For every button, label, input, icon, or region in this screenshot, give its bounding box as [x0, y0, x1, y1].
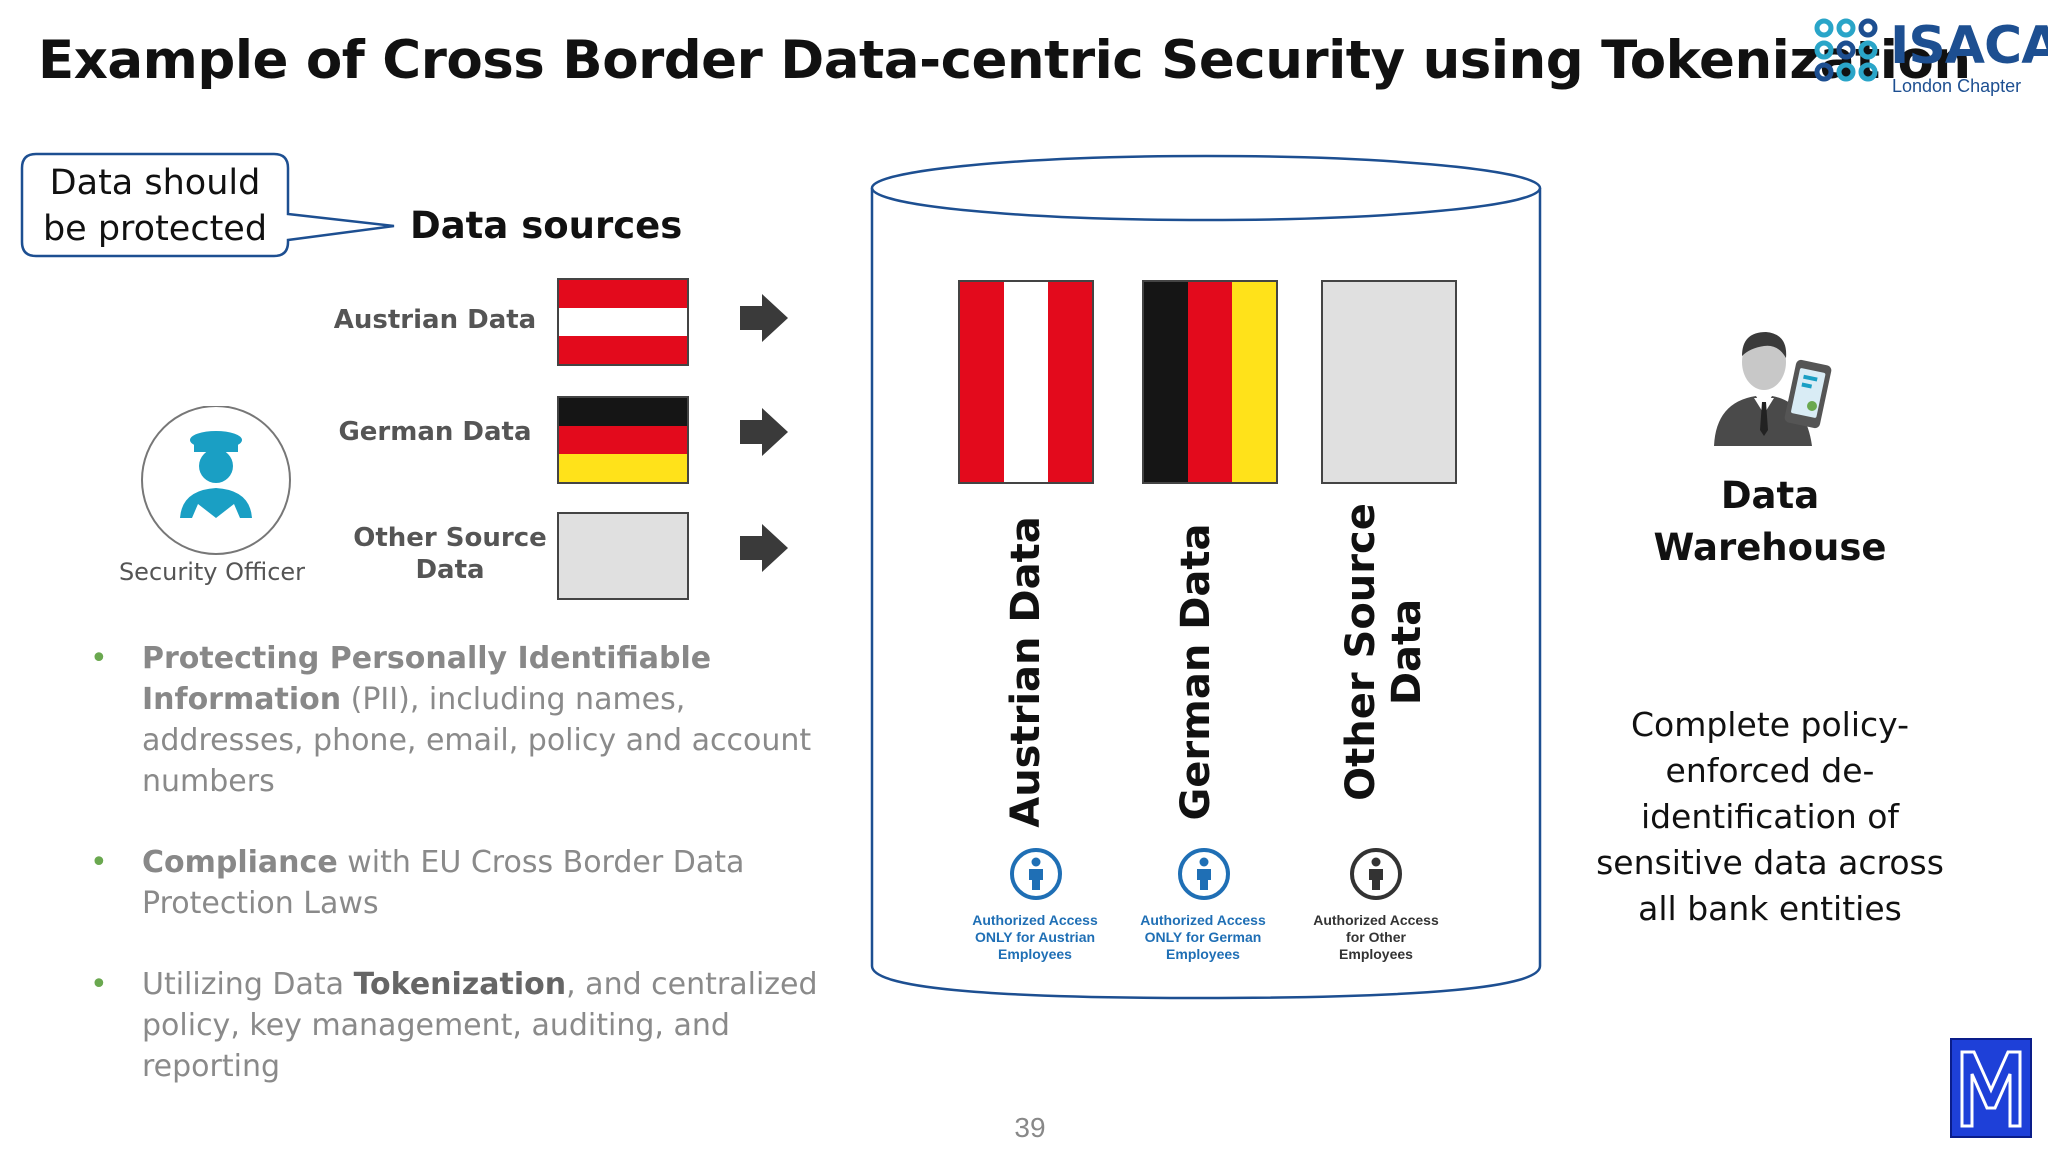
warehouse-austrian-flag	[958, 280, 1094, 484]
authorized-person-icon	[1010, 848, 1062, 900]
bullet-dot-icon: •	[90, 845, 108, 880]
callout-text: Data should be protected	[42, 163, 268, 249]
access-label-austrian: Authorized Access ONLY for Austrian Empl…	[950, 912, 1120, 963]
access-line: for Other	[1346, 929, 1406, 945]
warehouse-user-icon	[1714, 332, 1832, 446]
access-line: Authorized Access	[1313, 912, 1439, 928]
warehouse-label-german: German Data	[1173, 523, 1219, 821]
bullet-text: with EU Cross Border Data Protection Law…	[142, 845, 745, 921]
german-flag	[557, 396, 689, 484]
isaca-logo: ISACA London Chapter	[1810, 10, 2048, 100]
access-line: Authorized Access	[1140, 912, 1266, 928]
warehouse-german-flag	[1142, 280, 1278, 484]
m-logo-icon	[1950, 1038, 2032, 1138]
data-sources-title: Data sources	[410, 204, 683, 247]
logo-chapter: London Chapter	[1892, 76, 2022, 96]
callout-bubble	[20, 152, 395, 258]
page-number: 39	[1014, 1112, 1046, 1143]
bullet-item: • Utilizing Data Tokenization, and centr…	[90, 964, 830, 1087]
bullet-text: , and centralized policy, key management…	[142, 967, 818, 1084]
source-label-other: Other Source Data	[353, 523, 547, 585]
access-label-german: Authorized Access ONLY for German Employ…	[1118, 912, 1288, 963]
slide-title: Example of Cross Border Data-centric Sec…	[38, 30, 1971, 91]
access-line: Employees	[1339, 946, 1413, 962]
warehouse-label-line: Other Source	[1338, 503, 1384, 801]
logo-name: ISACA	[1890, 16, 2048, 76]
bullet-text: Utilizing Data	[142, 967, 345, 1002]
arrow-right-icon	[740, 524, 788, 572]
access-line: Authorized Access	[972, 912, 1098, 928]
data-warehouse-description: Complete policy-enforced de-identificati…	[1596, 705, 1944, 928]
access-line: Employees	[1166, 946, 1240, 962]
bullet-item: • Compliance with EU Cross Border Data P…	[90, 842, 830, 924]
warehouse-label-line: Data	[1384, 598, 1430, 706]
bullet-dot-icon: •	[90, 641, 108, 676]
bullet-dot-icon: •	[90, 967, 108, 1002]
warehouse-label-austrian: Austrian Data	[1003, 516, 1049, 828]
authorized-person-icon	[1350, 848, 1402, 900]
dw-title-line: Warehouse	[1653, 526, 1887, 569]
bullet-list: • Protecting Personally Identifiable Inf…	[90, 638, 830, 1127]
dw-title-line: Data	[1720, 474, 1820, 517]
other-source-box	[557, 512, 689, 600]
data-warehouse-title: Data Warehouse	[1590, 470, 1950, 574]
warehouse-label-other: Other Source Data	[1338, 503, 1430, 801]
access-line: ONLY for German	[1144, 929, 1262, 945]
bullet-item: • Protecting Personally Identifiable Inf…	[90, 638, 830, 802]
bullet-bold: Compliance	[142, 845, 338, 880]
source-label-austrian: Austrian Data	[333, 305, 537, 335]
warehouse-other-box	[1321, 280, 1457, 484]
isaca-logo-icon	[1814, 18, 1878, 82]
arrow-right-icon	[740, 294, 788, 342]
access-label-other: Authorized Access for Other Employees	[1291, 912, 1461, 963]
security-officer-label: Security Officer	[118, 558, 306, 586]
bullet-bold: Tokenization	[353, 967, 567, 1002]
security-officer-icon	[141, 406, 291, 555]
austrian-flag	[557, 278, 689, 366]
bullet-text: (PII), including names, addresses, phone…	[142, 682, 812, 799]
arrow-right-icon	[740, 408, 788, 456]
source-label-german: German Data	[338, 417, 532, 447]
access-line: ONLY for Austrian	[974, 929, 1096, 945]
access-line: Employees	[998, 946, 1072, 962]
bullet-bold: Protecting Personally Identifiable Infor…	[142, 641, 712, 717]
authorized-person-icon	[1178, 848, 1230, 900]
